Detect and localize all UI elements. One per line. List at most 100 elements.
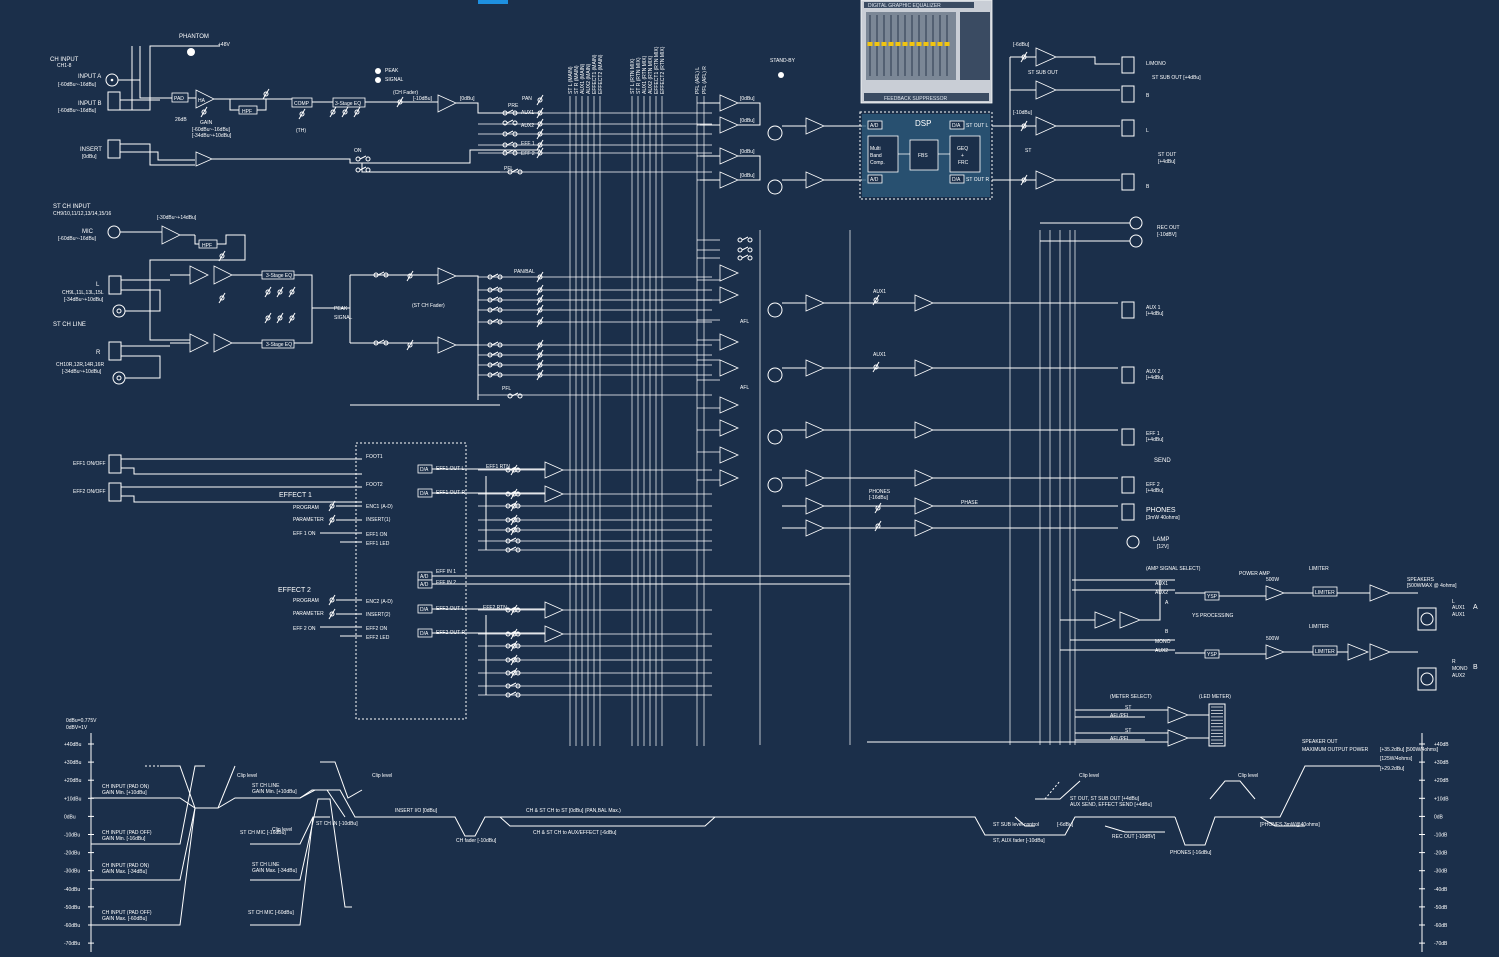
svg-text:ST OUT R: ST OUT R (966, 177, 990, 183)
bus-label: ST L (RTN MIX) (630, 58, 636, 94)
svg-text:EFF1 RTN: EFF1 RTN (486, 464, 510, 470)
svg-text:[0dBu]: [0dBu] (740, 118, 755, 124)
level-label-phones-spec: [PHONES 3mW@40ohms] (1260, 822, 1320, 828)
level-tick-right: +40dB (1434, 742, 1449, 748)
svg-text:PFL: PFL (504, 166, 513, 172)
svg-text:(LED METER): (LED METER) (1199, 694, 1231, 700)
level-label-st-sub-ctrl: ST SUB level control (993, 822, 1039, 828)
level-curve (250, 798, 352, 908)
level-label-ch-to-st: CH & ST CH to ST [0dBu] (PAN,BAL Max.) (526, 808, 621, 814)
svg-text:PFL: PFL (502, 386, 511, 392)
svg-text:[0dBu]: [0dBu] (740, 96, 755, 102)
power-amp-section: (AMP SIGNAL SELECT) POWER AMP LIMITER LI… (867, 566, 1478, 747)
bus-label: EFFECT2 (RTN MIX) (660, 46, 666, 94)
st-out-l-jack-icon (1121, 119, 1135, 137)
level-label-st-out: ST OUT, ST SUB OUT [+4dBu] (1070, 796, 1140, 802)
level-label-clip5: Clip level (1238, 773, 1258, 779)
svg-text:A: A (1165, 600, 1169, 606)
svg-text:AFL: AFL (740, 319, 749, 325)
svg-text:ST OUT: ST OUT (1158, 152, 1176, 158)
level-tick-left: -60dBu (64, 923, 80, 929)
svg-text:AUX2: AUX2 (1452, 673, 1465, 679)
level-tick-right: -30dB (1434, 869, 1448, 875)
bus-label: AUX2 (MAIN) (586, 63, 592, 94)
level-tick-right: -60dB (1434, 923, 1448, 929)
svg-text:PHONES: PHONES (869, 489, 891, 495)
level-curve (1174, 765, 1380, 846)
svg-text:AUX1: AUX1 (1155, 581, 1168, 587)
svg-text:L: L (96, 282, 100, 288)
svg-text:CH9L,11L,13L,15L: CH9L,11L,13L,15L (62, 290, 104, 296)
level-tick-right: +20dB (1434, 778, 1449, 784)
svg-text:AUX2: AUX2 (1155, 590, 1168, 596)
level-label-ch-fader: CH fader [-10dBu] (456, 838, 497, 844)
bus-label: PFL (AFL) L (695, 67, 701, 94)
svg-text:A/D: A/D (420, 582, 429, 588)
svg-text:[3mW 40ohms]: [3mW 40ohms] (1146, 515, 1180, 521)
level-label-insert-io: INSERT I/O [0dBu] (395, 808, 438, 814)
level-tick-left: -30dBu (64, 869, 80, 875)
svg-text:ENC1 (A-D): ENC1 (A-D) (366, 504, 393, 510)
svg-text:A/D: A/D (870, 177, 879, 183)
jack-insert-icon (107, 139, 121, 159)
svg-text:A: A (1473, 604, 1478, 611)
level-curve (91, 807, 196, 926)
level-curve (250, 816, 330, 845)
level-tick-left: +20dBu (64, 778, 82, 784)
svg-text:Band: Band (870, 153, 882, 159)
svg-text:FOOT1: FOOT1 (366, 454, 383, 460)
level-label-p3: [+29.2dBu] (1380, 766, 1405, 772)
svg-text:AUX2: AUX2 (1155, 648, 1168, 654)
svg-text:SEND: SEND (1154, 458, 1171, 464)
st-out-r-jack-icon (1121, 173, 1135, 191)
svg-text:DSP: DSP (915, 119, 931, 128)
level-label-ch-pad-off-min: CH INPUT (PAD OFF)GAIN Min. [-16dBu] (102, 830, 152, 842)
st-sub-out-r-jack-icon (1121, 85, 1135, 103)
bus-label: ST R (MAIN) (574, 65, 580, 94)
svg-text:EFFECT 2: EFFECT 2 (278, 587, 311, 594)
svg-text:[0dBu]: [0dBu] (740, 149, 755, 155)
svg-text:CH10R,12R,14R,16R: CH10R,12R,14R,16R (56, 362, 104, 368)
svg-text:PAD: PAD (174, 96, 184, 102)
svg-text:(CH Fader): (CH Fader) (393, 90, 418, 96)
svg-text:EFF2 ON: EFF2 ON (366, 626, 388, 632)
svg-text:HPF: HPF (202, 243, 212, 249)
led-meter-icon (1208, 703, 1226, 747)
svg-text:ENC2 (A-D): ENC2 (A-D) (366, 599, 393, 605)
level-tick-right: -70dB (1434, 941, 1448, 947)
svg-text:[-30dBu~+14dBu]: [-30dBu~+14dBu] (157, 215, 197, 221)
level-label-st-ch-in: ST CH IN [-10dBu] (316, 821, 358, 827)
level-curve (365, 816, 1175, 837)
svg-text:A/D: A/D (420, 574, 429, 580)
level-label-st-aux-fader: ST, AUX fader [-10dBu] (993, 838, 1045, 844)
rca-r-icon (112, 371, 126, 385)
svg-text:HA: HA (198, 98, 206, 104)
svg-text:PRE: PRE (508, 103, 519, 109)
bus-lines (478, 96, 1076, 746)
svg-text:AFL/PFL: AFL/PFL (1110, 713, 1130, 719)
level-label-clip2: Clip level (372, 773, 392, 779)
svg-text:LIMITER: LIMITER (1315, 649, 1335, 655)
level-curve (1014, 816, 1035, 827)
bus-label: AUX1 (RTN MIX) (642, 55, 648, 94)
svg-text:L/MONO: L/MONO (1146, 61, 1166, 67)
footswitch-2-icon (108, 482, 122, 502)
svg-text:EFF IN 1: EFF IN 1 (436, 569, 456, 575)
svg-text:D/A: D/A (420, 631, 429, 637)
insert-level: [0dBu] (82, 154, 97, 160)
svg-text:LIMITER: LIMITER (1315, 590, 1335, 596)
level-label-p2: [125W/4ohms] (1380, 756, 1413, 762)
svg-text:EFF1 ON/OFF: EFF1 ON/OFF (73, 461, 106, 467)
effect-section: EFF1 ON/OFF EFF2 ON/OFF FOOT1 FOOT2 EFFE… (73, 442, 850, 720)
feedback-suppressor-label: FEEDBACK SUPPRESSOR (884, 96, 947, 102)
geq-screen-title: DIGITAL GRAPHIC EQUALIZER (868, 3, 941, 9)
level-tick-left: -20dBu (64, 851, 80, 857)
level-tick-right: -40dB (1434, 887, 1448, 893)
svg-text:LIMITER: LIMITER (1309, 566, 1329, 572)
svg-text:SIGNAL: SIGNAL (385, 77, 404, 83)
transistor-2-icon (767, 179, 783, 195)
svg-text:[-60dBu~-16dBu]: [-60dBu~-16dBu] (58, 236, 97, 242)
svg-text:EFF 1: EFF 1 (521, 141, 535, 147)
svg-text:MONO: MONO (1155, 639, 1171, 645)
